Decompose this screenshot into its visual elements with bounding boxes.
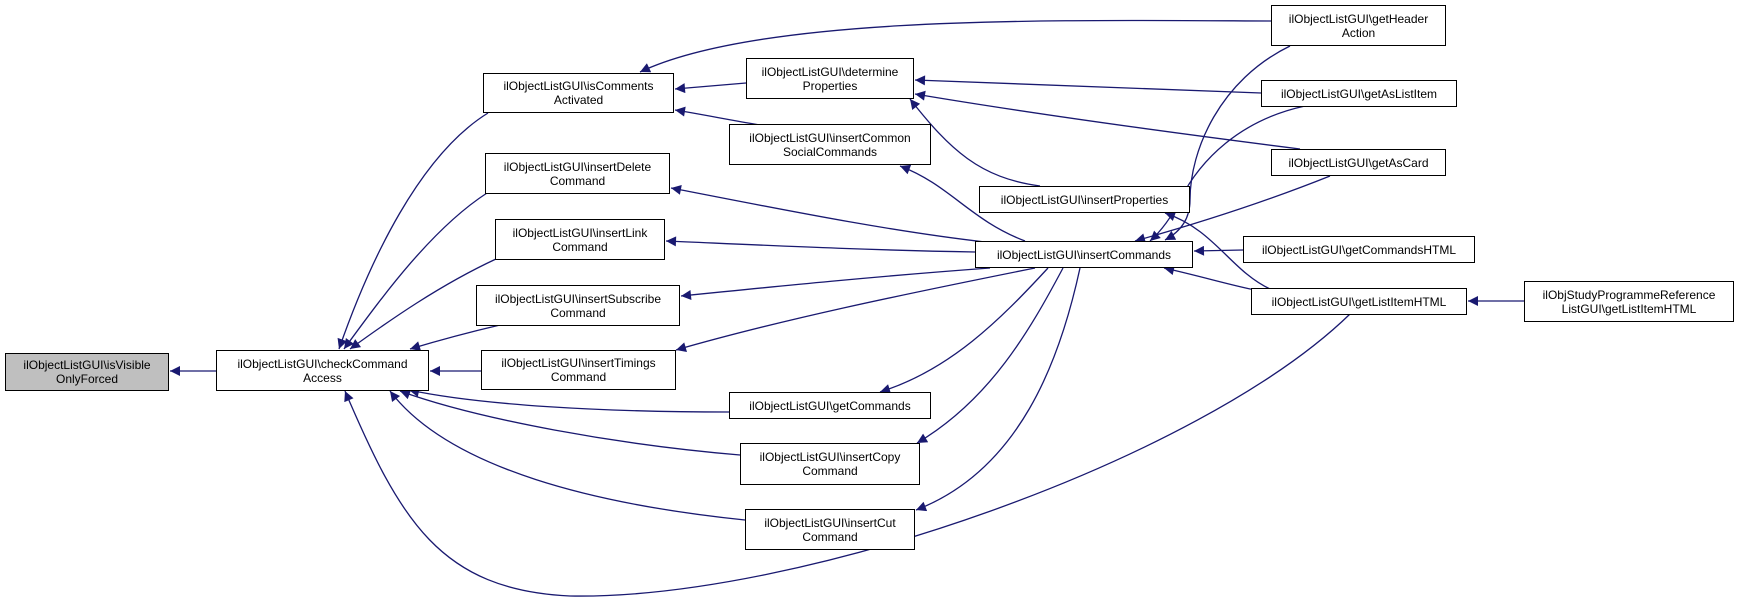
node-insertproperties[interactable]: ilObjectListGUI\insertProperties: [979, 186, 1190, 213]
node-insertcommonsocialcommands[interactable]: ilObjectListGUI\insertCommon SocialComma…: [729, 124, 931, 165]
node-label-line2: SocialCommands: [782, 144, 878, 159]
edge-insertcommands-to-insertlinkcommand: [665, 236, 976, 253]
node-label-line1: ilObjectListGUI\getAsListItem: [1280, 86, 1438, 101]
node-insertsubscribecommand[interactable]: ilObjectListGUI\insertSubscribe Command: [476, 285, 680, 326]
edge-getcommands-to-checkcommandaccess: [408, 387, 730, 413]
node-determineproperties[interactable]: ilObjectListGUI\determine Properties: [746, 58, 914, 99]
node-label-line2: Command: [802, 464, 858, 478]
edge-insertlinkcommand-to-checkcommandaccess: [349, 258, 497, 350]
edge-getlistitemhtml-to-insertproperties: [1164, 211, 1271, 290]
node-label-line1: ilObjStudyProgrammeReference: [1542, 287, 1716, 302]
edge-insertsubscribecommand-to-checkcommandaccess: [409, 324, 501, 351]
node-label-line1: ilObjectListGUI\isVisible: [23, 358, 151, 372]
node-label-line1: ilObjectListGUI\getAsCard: [1288, 155, 1429, 170]
node-label-line1: ilObjectListGUI\insertCut: [764, 515, 896, 530]
node-label-line1: ilObjectListGUI\insertCommands: [996, 247, 1172, 262]
node-label-line2: Command: [802, 529, 858, 544]
node-label-line2: Command: [549, 173, 606, 188]
edge-insertcommands-to-insertsubscribecommand: [680, 267, 991, 300]
node-label-line1: ilObjectListGUI\getCommands: [749, 398, 911, 413]
edge-insertcutcommand-to-checkcommandaccess: [389, 390, 746, 521]
node-inserttimingscommand[interactable]: ilObjectListGUI\insertTimings Command: [481, 350, 676, 390]
edge-insertcopycommand-to-checkcommandaccess: [399, 389, 741, 456]
edge-insertcommands-to-insertcommonsocialcommands: [899, 164, 1026, 242]
edge-insertcommands-to-insertdeletecommand: [670, 184, 986, 243]
node-label-line1: ilObjectListGUI\insertLink: [512, 225, 648, 240]
node-label-line2: Action: [1341, 25, 1376, 40]
node-getascard[interactable]: ilObjectListGUI\getAsCard: [1271, 149, 1446, 176]
edge-getlistitemhtml-to-insertcommands: [1163, 265, 1256, 291]
edge-getascard-to-determineproperties: [914, 90, 1301, 150]
edge-iscommentsactivated-to-checkcommandaccess: [337, 112, 489, 350]
edge-getascard-to-insertcommands: [1134, 175, 1331, 244]
node-insertdeletecommand[interactable]: ilObjectListGUI\insertDelete Command: [485, 153, 670, 194]
edge-getcommandshtml-to-insertcommands: [1193, 245, 1244, 256]
edge-getaslistitem-to-determineproperties: [914, 75, 1262, 94]
edge-insertcommands-to-insertcutcommand: [915, 267, 1081, 512]
node-iscommentsactivated[interactable]: ilObjectListGUI\isComments Activated: [483, 73, 674, 113]
edge-insertdeletecommand-to-checkcommandaccess: [343, 192, 488, 350]
node-label-line1: ilObjectListGUI\checkCommand: [237, 356, 408, 371]
node-isvisibleonlyforced: ilObjectListGUI\isVisible OnlyForced: [5, 353, 169, 391]
node-label-line1: ilObjectListGUI\getCommandsHTML: [1261, 242, 1457, 257]
node-checkcommandaccess[interactable]: ilObjectListGUI\checkCommand Access: [216, 350, 429, 391]
node-getaslistitem[interactable]: ilObjectListGUI\getAsListItem: [1261, 80, 1457, 107]
node-label-line1: ilObjectListGUI\isComments: [503, 79, 654, 93]
edge-getheaderaction-to-iscommentsactivated: [639, 19, 1272, 73]
node-label-line1: ilObjectListGUI\getListItemHTML: [1271, 294, 1447, 309]
node-label-line2: Activated: [553, 93, 604, 107]
node-label-line1: ilObjectListGUI\insertCommon: [749, 130, 911, 145]
edge-insertcommonsocialcommands-to-iscommentsactivated: [674, 106, 761, 126]
edge-getheaderaction-to-insertcommands: [1164, 45, 1291, 241]
node-getcommandshtml[interactable]: ilObjectListGUI\getCommandsHTML: [1243, 236, 1475, 263]
node-label-line1: ilObjectListGUI\determine: [761, 64, 899, 79]
node-label-line2: Command: [550, 370, 607, 384]
node-insertcommands[interactable]: ilObjectListGUI\insertCommands: [975, 241, 1193, 268]
node-insertcopycommand[interactable]: ilObjectListGUI\insertCopy Command: [740, 443, 920, 485]
edge-insertcommands-to-getcommands: [879, 267, 1049, 394]
node-label-line2: Command: [550, 305, 606, 320]
node-label-line1: ilObjectListGUI\insertProperties: [1000, 192, 1169, 207]
node-insertcutcommand[interactable]: ilObjectListGUI\insertCut Command: [745, 509, 915, 550]
edge-getlistitemhtml-to-checkcommandaccess: [344, 313, 1351, 597]
node-label-line2: ListGUI\getListItemHTML: [1561, 301, 1697, 316]
edge-insertcommands-to-insertcopycommand: [916, 267, 1064, 444]
node-label-line2: OnlyForced: [55, 372, 119, 386]
edge-insertcommands-to-inserttimingscommand: [675, 267, 1036, 353]
node-label-line2: Properties: [802, 78, 858, 93]
node-label-line2: Command: [552, 239, 608, 254]
node-label-line1: ilObjectListGUI\insertDelete: [503, 159, 652, 174]
edge-determineproperties-to-iscommentsactivated: [674, 82, 747, 94]
node-label-line1: ilObjectListGUI\insertSubscribe: [494, 291, 662, 306]
node-label-line1: ilObjectListGUI\insertTimings: [501, 356, 656, 370]
node-label-line2: Access: [303, 370, 342, 385]
node-insertlinkcommand[interactable]: ilObjectListGUI\insertLink Command: [495, 219, 665, 260]
node-studyprogramme-getlistitemhtml[interactable]: ilObjStudyProgrammeReference ListGUI\get…: [1524, 281, 1734, 322]
node-label-line1: ilObjectListGUI\getHeader: [1288, 11, 1429, 26]
node-getcommands[interactable]: ilObjectListGUI\getCommands: [729, 392, 931, 419]
node-getheaderaction[interactable]: ilObjectListGUI\getHeader Action: [1271, 5, 1446, 46]
edge-insertproperties-to-determineproperties: [909, 98, 1041, 187]
node-label-line1: ilObjectListGUI\insertCopy: [759, 450, 901, 464]
node-getlistitemhtml[interactable]: ilObjectListGUI\getListItemHTML: [1251, 288, 1467, 315]
